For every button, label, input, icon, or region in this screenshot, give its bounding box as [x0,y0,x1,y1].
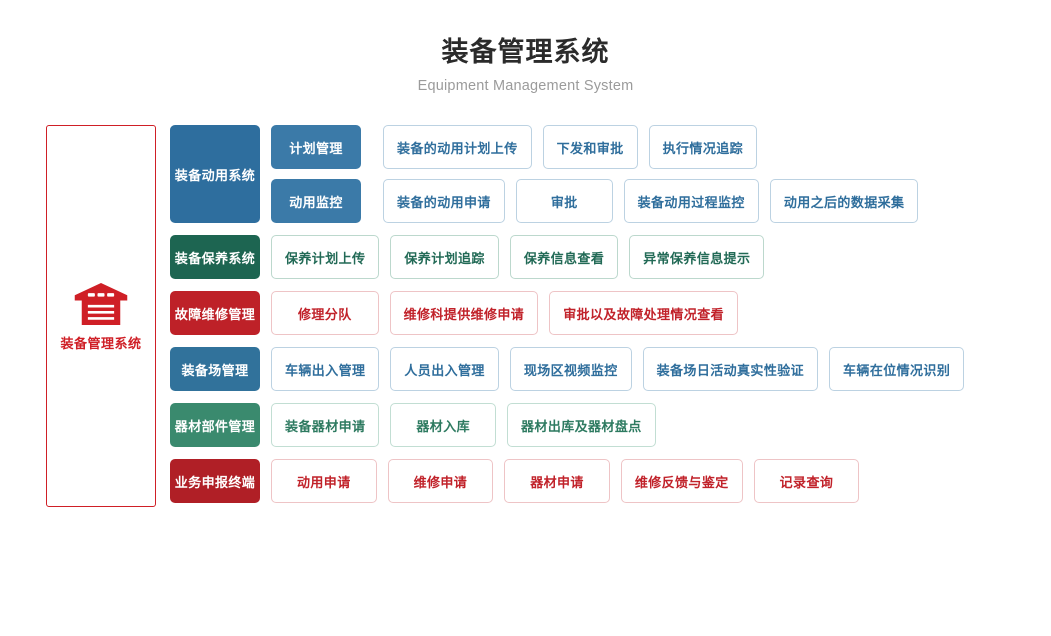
row-equipment-parts: 器材部件管理 装备器材申请 器材入库 器材出库及器材盘点 [170,403,964,447]
leaf-item[interactable]: 器材申请 [504,459,610,503]
leaf-item[interactable]: 保养信息查看 [509,235,619,279]
leaf-item[interactable]: 审批 [515,179,613,223]
leaf-item[interactable]: 车辆出入管理 [271,347,380,391]
leaf-item[interactable]: 装备器材申请 [271,403,380,447]
category-chip-equipment-parts[interactable]: 器材部件管理 [170,403,260,447]
subgroup-plan-management: 计划管理 装备的动用计划上传 下发和审批 执行情况追踪 [271,125,918,169]
subcategory-chip-plan-management[interactable]: 计划管理 [271,125,361,169]
leaf-item[interactable]: 保养计划追踪 [390,235,499,279]
leaf-item[interactable]: 动用之后的数据采集 [769,179,919,223]
category-chip-equipment-dispatch[interactable]: 装备动用系统 [170,125,260,223]
subgroup-dispatch-monitoring: 动用监控 装备的动用申请 审批 装备动用过程监控 动用之后的数据采集 [271,179,919,223]
leaf-item[interactable]: 装备动用过程监控 [623,179,759,223]
category-chip-fault-repair[interactable]: 故障维修管理 [170,291,260,335]
leaf-item[interactable]: 维修申请 [387,459,494,503]
leaf-item[interactable]: 器材入库 [390,403,497,447]
row-equipment-maintenance: 装备保养系统 保养计划上传 保养计划追踪 保养信息查看 异常保养信息提示 [170,235,964,279]
leaf-item[interactable]: 保养计划上传 [271,235,380,279]
category-chip-business-declaration-terminal[interactable]: 业务申报终端 [170,459,260,503]
leaf-item[interactable]: 车辆在位情况识别 [829,347,965,391]
leaf-item[interactable]: 装备的动用计划上传 [383,125,532,169]
row-business-declaration-terminal: 业务申报终端 动用申请 维修申请 器材申请 维修反馈与鉴定 记录查询 [170,459,964,503]
category-chip-equipment-yard[interactable]: 装备场管理 [170,347,260,391]
category-rows: 装备动用系统 计划管理 装备的动用计划上传 下发和审批 执行情况追踪 动用监控 … [170,125,965,515]
leaf-row: 动用申请 维修申请 器材申请 维修反馈与鉴定 记录查询 [271,459,860,503]
leaf-item[interactable]: 装备场日活动真实性验证 [642,347,819,391]
leaf-row: 装备的动用申请 审批 装备动用过程监控 动用之后的数据采集 [383,179,919,223]
leaf-row: 装备的动用计划上传 下发和审批 执行情况追踪 [383,125,758,169]
system-root-panel[interactable]: 装备管理系统 [46,125,156,507]
leaf-item[interactable]: 审批以及故障处理情况查看 [549,291,739,335]
subgroup-column: 计划管理 装备的动用计划上传 下发和审批 执行情况追踪 动用监控 装备的动用申请… [271,125,919,223]
leaf-item[interactable]: 现场区视频监控 [509,347,632,391]
leaf-item[interactable]: 器材出库及器材盘点 [507,403,656,447]
leaf-item[interactable]: 异常保养信息提示 [629,235,765,279]
leaf-item[interactable]: 维修科提供维修申请 [389,291,539,335]
leaf-item[interactable]: 动用申请 [271,459,377,503]
system-root-label: 装备管理系统 [60,335,142,351]
leaf-item[interactable]: 下发和审批 [542,125,638,169]
row-equipment-dispatch: 装备动用系统 计划管理 装备的动用计划上传 下发和审批 执行情况追踪 动用监控 … [170,125,964,223]
category-chip-equipment-maintenance[interactable]: 装备保养系统 [170,235,260,279]
leaf-row: 车辆出入管理 人员出入管理 现场区视频监控 装备场日活动真实性验证 车辆在位情况… [271,347,965,391]
leaf-item[interactable]: 修理分队 [271,291,379,335]
spacer [260,125,271,223]
leaf-item[interactable]: 维修反馈与鉴定 [620,459,743,503]
page-header: 装备管理系统 Equipment Management System [0,0,1051,94]
page-subtitle: Equipment Management System [417,77,634,94]
leaf-row: 保养计划上传 保养计划追踪 保养信息查看 异常保养信息提示 [271,235,765,279]
row-fault-repair: 故障维修管理 修理分队 维修科提供维修申请 审批以及故障处理情况查看 [170,291,964,335]
leaf-row: 装备器材申请 器材入库 器材出库及器材盘点 [271,403,656,447]
leaf-item[interactable]: 记录查询 [753,459,860,503]
leaf-item[interactable]: 装备的动用申请 [383,179,505,223]
leaf-item[interactable]: 人员出入管理 [390,347,499,391]
row-equipment-yard: 装备场管理 车辆出入管理 人员出入管理 现场区视频监控 装备场日活动真实性验证 … [170,347,965,391]
leaf-row: 修理分队 维修科提供维修申请 审批以及故障处理情况查看 [271,291,739,335]
page-title: 装备管理系统 [441,37,610,67]
warehouse-icon [74,282,128,325]
leaf-item[interactable]: 执行情况追踪 [648,125,758,169]
subcategory-chip-dispatch-monitoring[interactable]: 动用监控 [271,179,361,223]
